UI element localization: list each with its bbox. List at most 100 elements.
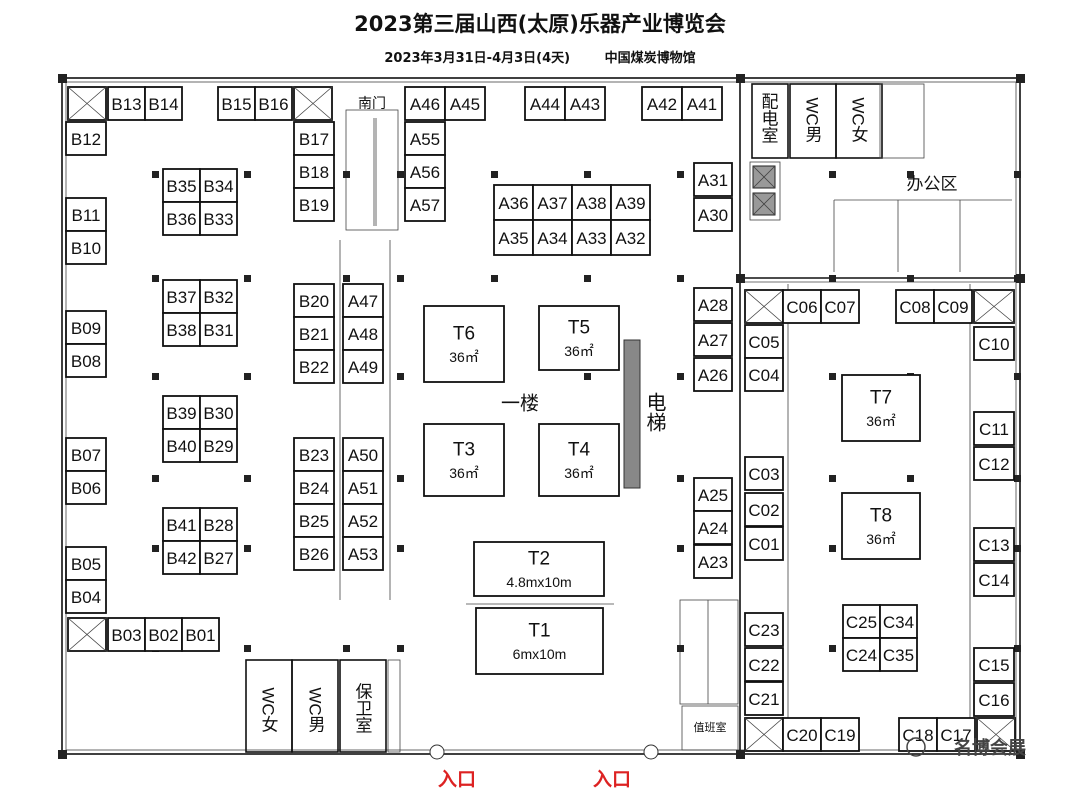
booth-b05[interactable]: B05 (65, 546, 107, 581)
booth-a34[interactable]: A34 (532, 219, 573, 256)
booth-b06[interactable]: B06 (65, 470, 107, 505)
booth-b01[interactable]: B01 (181, 617, 220, 652)
booth-b14[interactable]: B14 (144, 86, 183, 121)
booth-a43[interactable]: A43 (564, 86, 606, 121)
booth-a46[interactable]: A46 (404, 86, 446, 121)
booth-a56[interactable]: A56 (404, 154, 446, 189)
booth-c35[interactable]: C35 (879, 637, 918, 672)
booth-b08[interactable]: B08 (65, 343, 107, 378)
booth-b25[interactable]: B25 (293, 503, 335, 538)
booth-b32[interactable]: B32 (199, 279, 238, 314)
booth-a48[interactable]: A48 (342, 316, 384, 351)
booth-b34[interactable]: B34 (199, 168, 238, 203)
booth-a42[interactable]: A42 (641, 86, 683, 121)
booth-a49[interactable]: A49 (342, 349, 384, 384)
booth-c19[interactable]: C19 (820, 717, 860, 752)
booth-a57[interactable]: A57 (404, 187, 446, 222)
booth-b07[interactable]: B07 (65, 437, 107, 472)
booth-a31[interactable]: A31 (693, 162, 733, 197)
booth-b41[interactable]: B41 (162, 507, 201, 542)
booth-c05[interactable]: C05 (744, 324, 784, 359)
booth-c20[interactable]: C20 (782, 717, 822, 752)
booth-b12[interactable]: B12 (65, 121, 107, 156)
booth-c17[interactable]: C17 (936, 717, 976, 752)
booth-c21[interactable]: C21 (744, 681, 784, 716)
booth-b38[interactable]: B38 (162, 312, 201, 347)
booth-b37[interactable]: B37 (162, 279, 201, 314)
booth-b35[interactable]: B35 (162, 168, 201, 203)
booth-b40[interactable]: B40 (162, 428, 201, 463)
booth-b18[interactable]: B18 (293, 154, 335, 189)
booth-a47[interactable]: A47 (342, 283, 384, 318)
booth-c25[interactable]: C25 (842, 604, 881, 639)
booth-b02[interactable]: B02 (144, 617, 183, 652)
booth-b29[interactable]: B29 (199, 428, 238, 463)
booth-b23[interactable]: B23 (293, 437, 335, 472)
booth-c14[interactable]: C14 (973, 562, 1015, 597)
booth-a52[interactable]: A52 (342, 503, 384, 538)
booth-b27[interactable]: B27 (199, 540, 238, 575)
booth-b31[interactable]: B31 (199, 312, 238, 347)
booth-b42[interactable]: B42 (162, 540, 201, 575)
booth-c24[interactable]: C24 (842, 637, 881, 672)
booth-c11[interactable]: C11 (973, 411, 1015, 446)
booth-a33[interactable]: A33 (571, 219, 612, 256)
booth-b11[interactable]: B11 (65, 197, 107, 232)
booth-b15[interactable]: B15 (217, 86, 256, 121)
booth-a53[interactable]: A53 (342, 536, 384, 571)
booth-b24[interactable]: B24 (293, 470, 335, 505)
booth-a23[interactable]: A23 (693, 544, 733, 579)
booth-a38[interactable]: A38 (571, 184, 612, 221)
booth-c09[interactable]: C09 (933, 289, 973, 324)
booth-c23[interactable]: C23 (744, 612, 784, 647)
booth-b28[interactable]: B28 (199, 507, 238, 542)
booth-c07[interactable]: C07 (820, 289, 860, 324)
booth-c08[interactable]: C08 (895, 289, 935, 324)
booth-b39[interactable]: B39 (162, 395, 201, 430)
booth-a45[interactable]: A45 (444, 86, 486, 121)
booth-c34[interactable]: C34 (879, 604, 918, 639)
booth-c03[interactable]: C03 (744, 456, 784, 491)
booth-a27[interactable]: A27 (693, 322, 733, 357)
booth-a41[interactable]: A41 (681, 86, 723, 121)
booth-a55[interactable]: A55 (404, 121, 446, 156)
booth-b36[interactable]: B36 (162, 201, 201, 236)
booth-a35[interactable]: A35 (493, 219, 534, 256)
booth-b19[interactable]: B19 (293, 187, 335, 222)
special-booth-t2[interactable]: T24.8mx10m (473, 541, 605, 597)
booth-a32[interactable]: A32 (610, 219, 651, 256)
booth-a50[interactable]: A50 (342, 437, 384, 472)
booth-b22[interactable]: B22 (293, 349, 335, 384)
booth-c22[interactable]: C22 (744, 647, 784, 682)
booth-a24[interactable]: A24 (693, 510, 733, 545)
booth-b04[interactable]: B04 (65, 579, 107, 614)
booth-b03[interactable]: B03 (107, 617, 146, 652)
booth-c16[interactable]: C16 (973, 682, 1015, 717)
booth-b16[interactable]: B16 (254, 86, 293, 121)
booth-c04[interactable]: C04 (744, 357, 784, 392)
booth-a37[interactable]: A37 (532, 184, 573, 221)
booth-b21[interactable]: B21 (293, 316, 335, 351)
booth-b26[interactable]: B26 (293, 536, 335, 571)
booth-a25[interactable]: A25 (693, 477, 733, 512)
booth-b33[interactable]: B33 (199, 201, 238, 236)
booth-c06[interactable]: C06 (782, 289, 822, 324)
booth-c01[interactable]: C01 (744, 526, 784, 561)
booth-b09[interactable]: B09 (65, 310, 107, 345)
booth-b17[interactable]: B17 (293, 121, 335, 156)
booth-c18[interactable]: C18 (898, 717, 938, 752)
booth-c02[interactable]: C02 (744, 492, 784, 527)
booth-c13[interactable]: C13 (973, 527, 1015, 562)
booth-c10[interactable]: C10 (973, 326, 1015, 361)
booth-a51[interactable]: A51 (342, 470, 384, 505)
booth-c15[interactable]: C15 (973, 647, 1015, 682)
booth-a39[interactable]: A39 (610, 184, 651, 221)
booth-b30[interactable]: B30 (199, 395, 238, 430)
